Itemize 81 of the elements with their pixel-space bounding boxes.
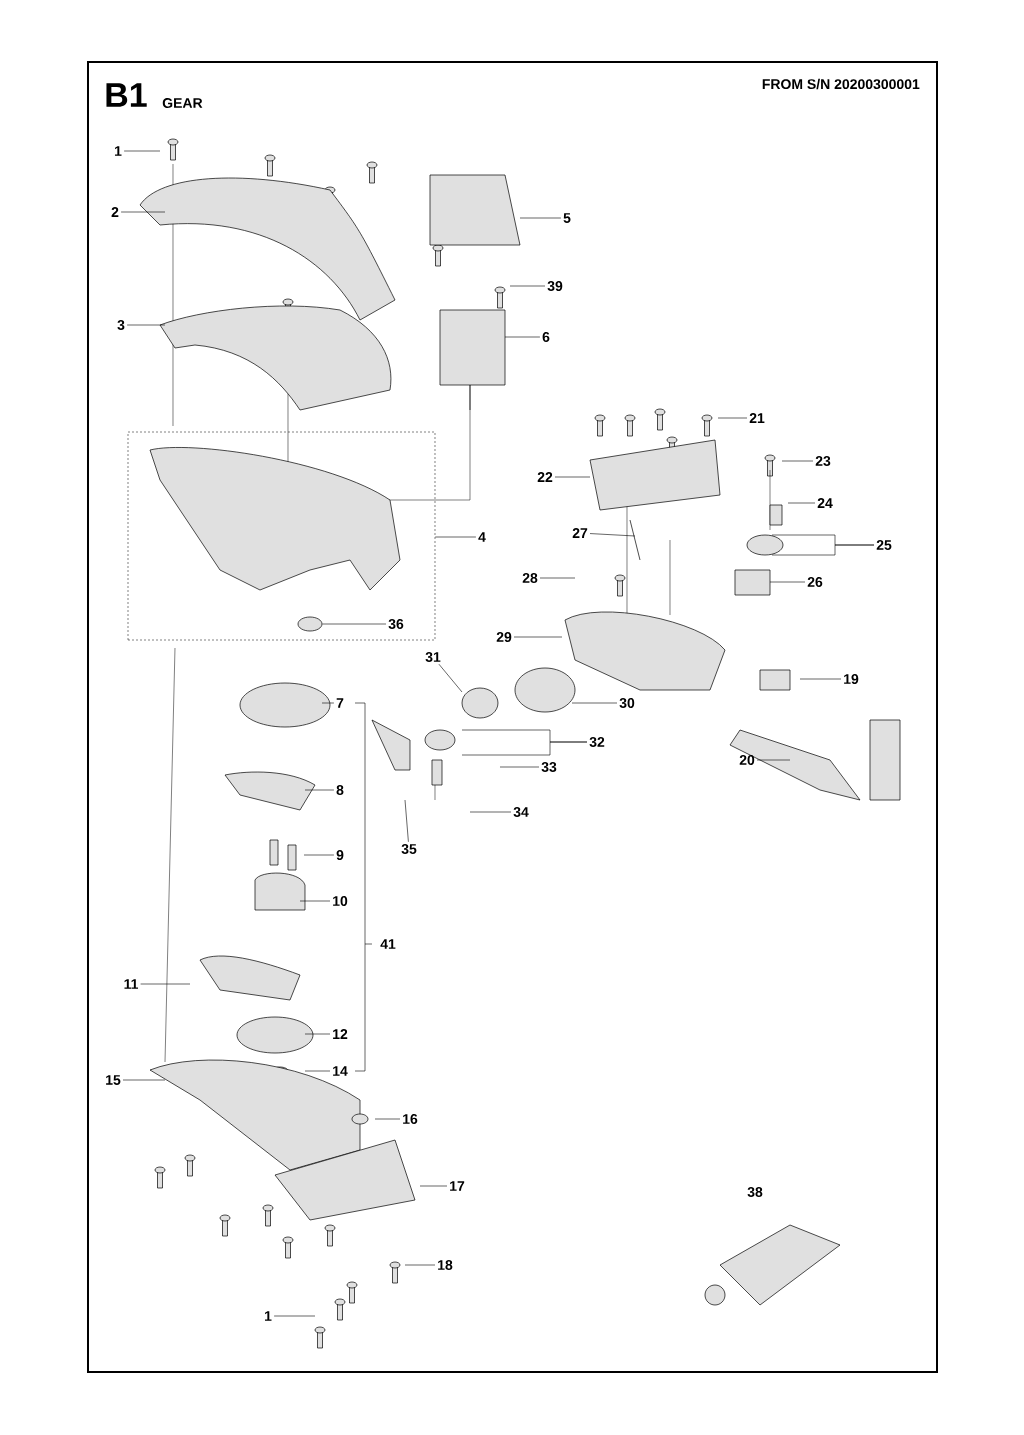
callout-number: 15: [106, 1075, 121, 1085]
dashed-frame: [127, 431, 436, 641]
callout-number: 14: [333, 1066, 348, 1076]
leader-line: [589, 533, 636, 537]
leader-line: [769, 581, 806, 583]
callout-number: 10: [333, 896, 348, 906]
serial-number-note: FROM S/N 20200300001: [762, 78, 920, 90]
leader-line: [539, 577, 576, 579]
callout-number: 21: [749, 413, 765, 423]
leader-line: [404, 799, 409, 843]
leader-line: [303, 854, 335, 856]
leader-line: [126, 324, 166, 326]
callout-number: 31: [425, 652, 441, 662]
callout-number: 34: [513, 807, 529, 817]
leader-line: [434, 536, 477, 538]
callout-number: 4: [478, 532, 486, 542]
leader-line: [304, 1033, 331, 1035]
leader-line: [571, 702, 618, 704]
leader-line: [374, 1118, 401, 1120]
callout-number: 6: [542, 332, 550, 342]
subtitle: GEAR: [162, 98, 203, 108]
leader-line: [504, 336, 541, 338]
callout-number: 30: [619, 698, 635, 708]
leader-line: [787, 502, 816, 504]
callout-number: 1: [115, 146, 122, 156]
callout-number: 3: [117, 320, 125, 330]
callout-number: 1: [265, 1311, 272, 1321]
callout-number: 24: [817, 498, 833, 508]
callout-number: 19: [844, 674, 859, 684]
callout-number: 20: [739, 755, 755, 765]
leader-line: [404, 1264, 436, 1266]
leader-line: [438, 663, 463, 693]
leader-line: [499, 766, 540, 768]
callout-number: 7: [336, 698, 344, 708]
leader-line: [799, 678, 842, 680]
callout-number: 32: [589, 737, 605, 747]
callout-number: 12: [333, 1029, 348, 1039]
leader-line: [461, 741, 588, 756]
leader-line: [322, 623, 387, 625]
callout-number: 26: [807, 577, 823, 587]
leader-line: [717, 417, 748, 419]
leader-line: [519, 217, 562, 219]
callout-number: 27: [572, 528, 588, 538]
leader-line: [771, 544, 875, 556]
callout-number: 25: [876, 540, 892, 550]
leader-line: [122, 1079, 166, 1081]
callout-number: 33: [541, 762, 557, 772]
callout-number: 5: [563, 213, 571, 223]
callout-number: 28: [522, 573, 538, 583]
title: B1: [106, 83, 147, 107]
callout-number: 18: [438, 1260, 453, 1270]
callout-number: 35: [401, 844, 417, 854]
leader-line: [140, 983, 191, 985]
leader-line: [304, 1070, 331, 1072]
leader-line: [554, 476, 591, 478]
callout-number: 22: [537, 472, 553, 482]
callout-number: 17: [450, 1181, 465, 1191]
leader-line: [781, 460, 814, 462]
leader-line: [756, 759, 791, 761]
washer-drawing: [297, 616, 323, 632]
callout-number: 8: [336, 785, 344, 795]
callout-number: 36: [388, 619, 404, 629]
callout-number: 9: [336, 850, 344, 860]
leader-line: [120, 211, 166, 213]
callout-number: 39: [547, 281, 563, 291]
leader-line: [273, 1315, 316, 1317]
leader-line: [469, 811, 512, 813]
callout-number: 11: [124, 979, 138, 989]
callout-number: 23: [815, 456, 831, 466]
callout-number: 29: [496, 632, 512, 642]
leader-line: [123, 150, 161, 152]
callout-number: 16: [403, 1114, 418, 1124]
callout-number: 38: [747, 1187, 763, 1197]
leader-line: [509, 285, 546, 287]
leader-line: [299, 900, 331, 902]
callout-number: 41: [380, 939, 396, 949]
leader-line: [321, 702, 335, 704]
leader-line: [513, 636, 563, 638]
callout-number: 2: [111, 207, 119, 217]
leader-line: [304, 789, 335, 791]
leader-line: [419, 1185, 448, 1187]
